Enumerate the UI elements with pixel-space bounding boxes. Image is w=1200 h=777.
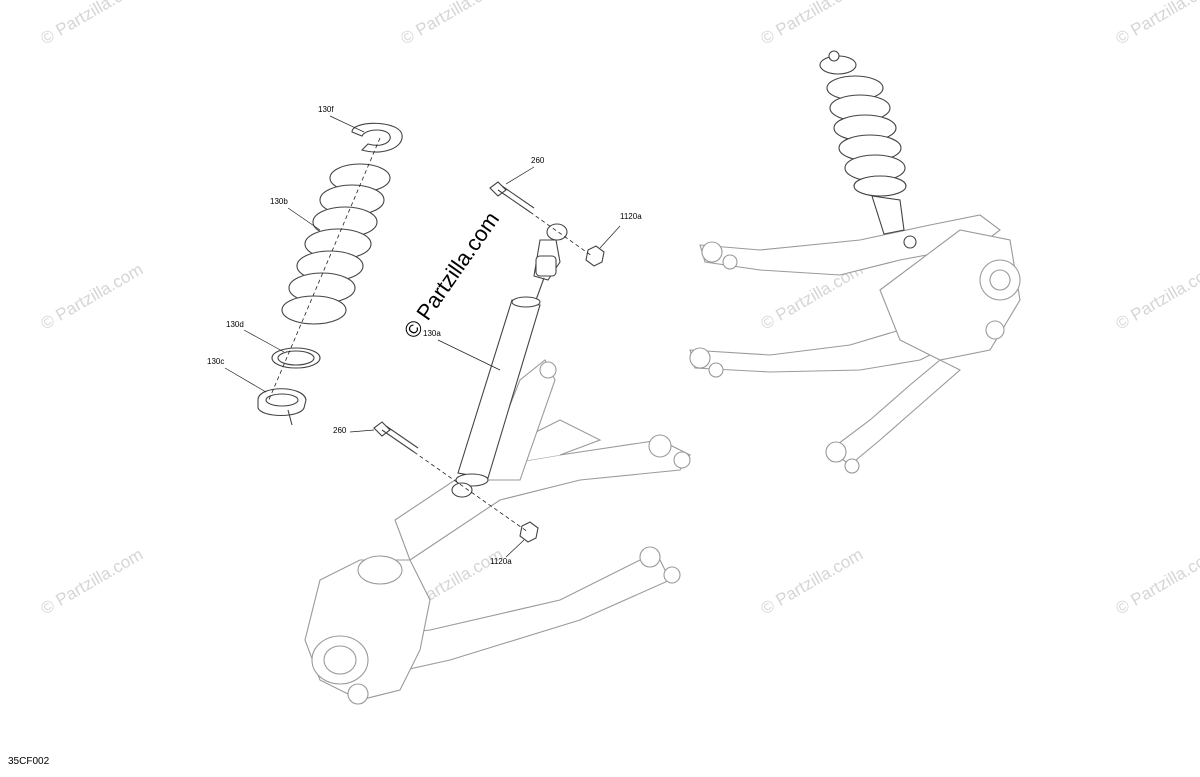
callout-260-upper: 260 — [531, 156, 545, 165]
callout-130d: 130d — [226, 320, 244, 329]
callout-130c: 130c — [207, 357, 224, 366]
callout-1120a-upper: 1120a — [620, 212, 642, 221]
watermark-text: © Partzilla.com — [38, 545, 147, 619]
watermark-text: © Partzilla.com — [758, 545, 867, 619]
spring-coils — [281, 163, 391, 325]
watermark-text: © Partzilla.com — [398, 0, 507, 48]
callout-130f: 130f — [318, 105, 334, 114]
installed-coilover — [819, 50, 917, 249]
watermark-text: © Partzilla.com — [38, 0, 147, 48]
fastener-hardware — [373, 181, 605, 543]
watermark-text: © Partzilla.com — [1113, 260, 1200, 334]
watermark-text: © Partzilla.com — [38, 260, 147, 334]
callout-labels: 130f 130b 130d 130c 130a 260 1120a 260 1… — [207, 105, 642, 566]
watermark-text: © Partzilla.com — [758, 0, 867, 48]
callout-130a: 130a — [423, 329, 441, 338]
coil-spring-stack — [257, 122, 403, 426]
watermark-layer: © Partzilla.com © Partzilla.com © Partzi… — [38, 0, 1200, 618]
watermark-text: © Partzilla.com — [1113, 0, 1200, 48]
shock-absorber — [451, 223, 568, 498]
center-watermark: © Partzilla.com — [399, 207, 505, 343]
right-assembled-view — [689, 50, 1021, 474]
callout-260-lower: 260 — [333, 426, 347, 435]
drawing-code: 35CF002 — [8, 756, 50, 767]
callout-1120a-lower: 1120a — [490, 557, 512, 566]
watermark-text: © Partzilla.com — [1113, 545, 1200, 619]
callout-130b: 130b — [270, 197, 288, 206]
left-suspension-arms — [304, 359, 691, 705]
